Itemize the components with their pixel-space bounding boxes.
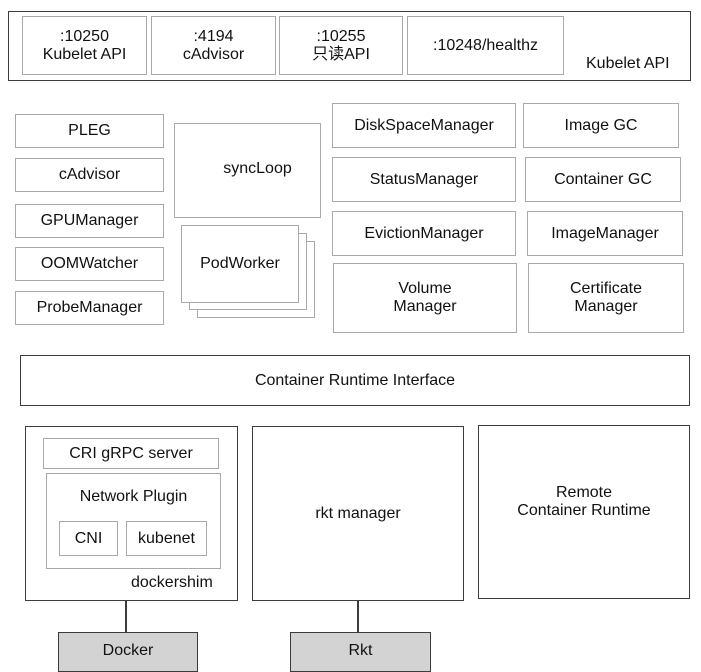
container-runtime-interface: Container Runtime Interface — [20, 355, 690, 406]
manager-eviction: EvictionManager — [332, 211, 516, 256]
docker-connector — [125, 600, 127, 633]
component-label: PLEG — [68, 122, 111, 139]
manager-image-gc: Image GC — [523, 103, 679, 148]
manager-image: ImageManager — [527, 211, 683, 256]
kubenet-label: kubenet — [138, 529, 195, 547]
remote-container-runtime-box: Remote Container Runtime — [478, 425, 690, 599]
port-number: :10248/healthz — [433, 36, 538, 54]
manager-volume: Volume Manager — [333, 263, 517, 333]
cri-label: Container Runtime Interface — [254, 371, 456, 389]
podworker-label: PodWorker — [200, 255, 280, 272]
manager-label: Container GC — [554, 170, 652, 188]
rkt-manager-label: rkt manager — [315, 504, 401, 522]
port-box-10248: :10248/healthz — [407, 16, 564, 75]
syncloop-box: syncLoop — [174, 123, 321, 218]
port-box-10250: :10250 Kubelet API — [22, 16, 147, 75]
kubenet-plugin-box: kubenet — [126, 521, 207, 556]
component-gpumanager: GPUManager — [15, 204, 164, 238]
component-cadvisor: cAdvisor — [15, 158, 164, 192]
rkt-connector — [357, 600, 359, 633]
port-box-10255: :10255 只读API — [279, 16, 403, 75]
port-name: Kubelet API — [42, 45, 127, 63]
cni-label: CNI — [74, 529, 103, 547]
network-plugin-label: Network Plugin — [79, 488, 188, 505]
manager-diskspace: DiskSpaceManager — [332, 103, 516, 148]
docker-label: Docker — [102, 642, 154, 659]
manager-label: DiskSpaceManager — [354, 116, 494, 134]
port-name: cAdvisor — [182, 45, 245, 63]
port-name: 只读API — [312, 45, 370, 63]
rkt-runtime-box: Rkt — [290, 632, 431, 672]
remote-runtime-line1: Remote — [555, 484, 613, 501]
cri-grpc-server-label: CRI gRPC server — [69, 444, 193, 462]
component-oomwatcher: OOMWatcher — [15, 247, 164, 281]
port-number: :10255 — [316, 27, 366, 45]
manager-container-gc: Container GC — [525, 157, 681, 202]
manager-label: StatusManager — [369, 170, 479, 188]
syncloop-label: syncLoop — [223, 160, 292, 177]
port-box-4194: :4194 cAdvisor — [151, 16, 276, 75]
component-pleg: PLEG — [15, 114, 164, 148]
docker-runtime-box: Docker — [58, 632, 198, 672]
component-probemanager: ProbeManager — [15, 291, 164, 325]
rkt-label: Rkt — [348, 642, 373, 659]
manager-certificate: Certificate Manager — [528, 263, 684, 333]
remote-runtime-line2: Container Runtime — [517, 502, 651, 519]
kubelet-api-title: Kubelet API — [586, 55, 670, 72]
component-label: OOMWatcher — [40, 255, 139, 272]
manager-label: Image GC — [564, 116, 638, 134]
component-label: ProbeManager — [36, 299, 143, 316]
podworker-box: PodWorker — [181, 225, 299, 303]
rkt-manager-box: rkt manager — [252, 426, 464, 601]
cri-grpc-server-box: CRI gRPC server — [43, 438, 219, 469]
manager-status: StatusManager — [332, 157, 516, 202]
manager-label: Volume Manager — [393, 280, 457, 315]
manager-label: EvictionManager — [364, 224, 484, 242]
component-label: GPUManager — [40, 212, 139, 229]
port-number: :4194 — [193, 27, 234, 45]
manager-label: ImageManager — [551, 224, 659, 242]
manager-label: Certificate Manager — [569, 280, 643, 315]
component-label: cAdvisor — [58, 166, 121, 183]
dockershim-label: dockershim — [131, 574, 213, 591]
cni-plugin-box: CNI — [59, 521, 118, 556]
port-number: :10250 — [60, 27, 109, 45]
